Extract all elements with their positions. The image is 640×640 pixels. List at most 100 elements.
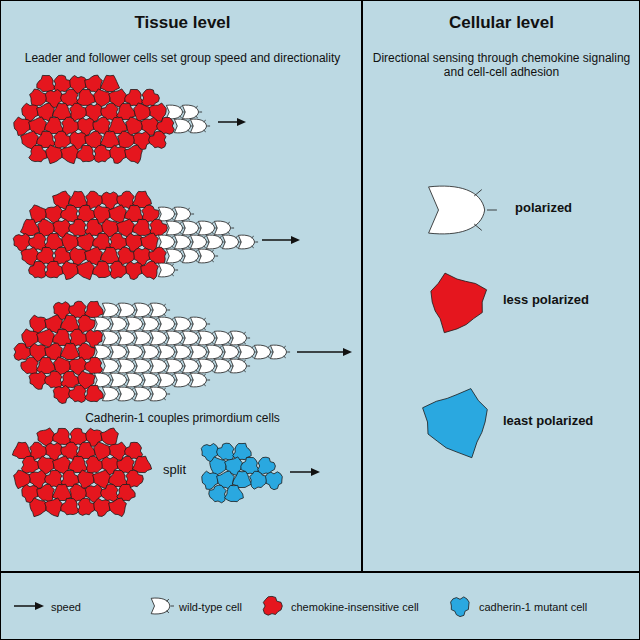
legend-samples <box>14 596 469 616</box>
filopodium <box>180 106 182 108</box>
cell <box>431 273 487 333</box>
cell <box>45 261 63 277</box>
filopodium <box>212 342 214 344</box>
filopodium <box>164 398 166 400</box>
filopodium <box>196 116 198 118</box>
filopodium <box>204 236 206 238</box>
filopodium <box>196 106 198 108</box>
filopodium <box>236 356 238 358</box>
filopodium <box>204 318 206 320</box>
polarized-cell <box>94 345 110 359</box>
filopodium <box>172 384 174 386</box>
filopodium <box>124 384 126 386</box>
filopodium <box>188 374 190 376</box>
filopodium <box>108 374 110 376</box>
cell <box>29 145 47 161</box>
polarized-cell <box>94 373 110 387</box>
cell <box>21 357 39 375</box>
filopodium <box>124 374 126 376</box>
filopodium <box>140 328 142 330</box>
cell <box>21 456 39 473</box>
polarized-cell <box>198 221 214 235</box>
filopodium <box>172 218 174 220</box>
arrowhead <box>237 118 246 126</box>
polarized-cell <box>190 317 206 331</box>
cell <box>86 456 103 474</box>
polarized-cell <box>182 249 198 263</box>
filopodium <box>148 314 150 316</box>
speed-arrow <box>14 605 37 607</box>
filopodium <box>196 332 198 334</box>
legend-text: speed <box>51 601 81 613</box>
polarized-cell <box>222 345 238 359</box>
filopodium <box>167 310 170 311</box>
polarized-cell <box>182 331 198 345</box>
filopodium <box>204 384 206 386</box>
filopodium <box>116 332 118 334</box>
polarized-cell <box>174 373 190 387</box>
filopodium <box>156 384 158 386</box>
filopodium <box>132 370 134 372</box>
filopodium <box>196 232 198 234</box>
filopodium <box>180 370 182 372</box>
polarized-cell <box>182 221 198 235</box>
filopodium <box>474 190 482 196</box>
polarized-cell <box>166 105 182 119</box>
polarized-cell <box>230 331 246 345</box>
polarized-cell <box>102 359 118 373</box>
polarized-cell <box>198 331 214 345</box>
cell <box>133 219 152 235</box>
filopodium <box>204 346 206 348</box>
filopodium <box>132 398 134 400</box>
cell <box>141 261 159 279</box>
filopodium <box>164 370 166 372</box>
polarized-cell <box>142 373 158 387</box>
polarized-cell <box>158 263 174 277</box>
filopodium <box>252 246 254 248</box>
filopodium <box>231 228 234 229</box>
legend-text: cadherin-1 mutant cell <box>479 601 587 613</box>
filopodium <box>268 346 270 348</box>
polarized-cell <box>174 317 190 331</box>
cell <box>77 145 95 161</box>
filopodium <box>212 332 214 334</box>
filopodium <box>172 274 174 276</box>
cell <box>232 471 251 487</box>
filopodium <box>180 116 182 118</box>
polarized-cell <box>150 303 166 317</box>
polarized-cell <box>182 105 198 119</box>
cell <box>45 498 63 517</box>
polarized-cell <box>206 345 222 359</box>
cell <box>94 498 111 516</box>
filopodium <box>196 222 198 224</box>
filopodium <box>212 260 214 262</box>
cell <box>110 261 127 279</box>
polarized-cell <box>214 331 230 345</box>
filopodium <box>164 314 166 316</box>
filopodium <box>148 360 150 362</box>
speed-arrow <box>297 351 345 353</box>
filopodium <box>188 218 190 220</box>
cell <box>263 596 282 615</box>
cell-state-label: less polarized <box>503 292 589 307</box>
panel-heading: Tissue level <box>1 13 364 33</box>
polarized-cell <box>222 235 238 249</box>
filopodium <box>188 130 190 132</box>
filopodium <box>116 304 118 306</box>
filopodium <box>191 214 194 215</box>
filopodium <box>236 236 238 238</box>
cell <box>258 457 276 474</box>
filopodium <box>167 394 170 395</box>
filopodium <box>180 342 182 344</box>
cell <box>54 131 71 149</box>
cell <box>132 456 151 472</box>
cell <box>77 233 95 252</box>
filopodium <box>132 304 134 306</box>
cell <box>30 498 48 517</box>
filopodium <box>156 356 158 358</box>
filopodium <box>188 356 190 358</box>
cell <box>225 485 244 501</box>
filopodium <box>212 370 214 372</box>
cell <box>85 301 104 317</box>
filopodium <box>228 222 230 224</box>
